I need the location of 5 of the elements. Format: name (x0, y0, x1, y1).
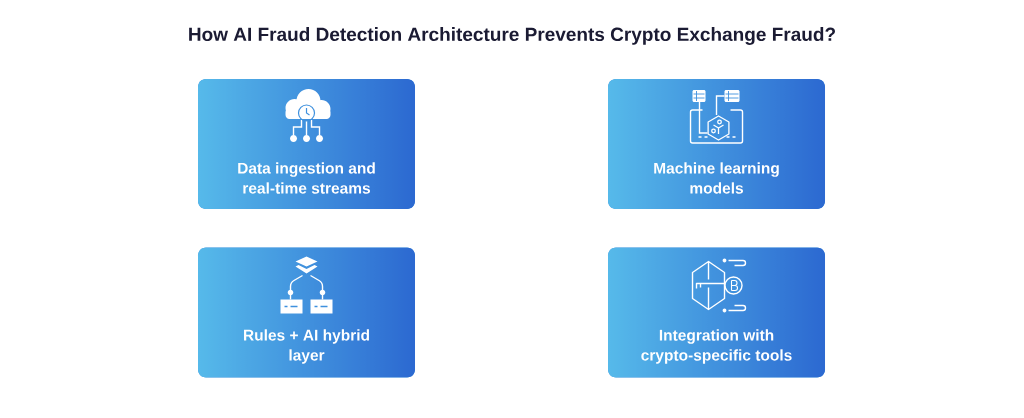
title: How AI Fraud Detection Architecture Prevents Crypto Exchange Fraud? (189, 27, 835, 45)
process-box: Data ingestion and real-time streams (198, 79, 415, 209)
process-box: Integration with crypto-specific tools (608, 247, 825, 378)
process-box: Rules + AI hybrid layer (198, 247, 415, 378)
process-box: Machine learning models (608, 79, 825, 209)
